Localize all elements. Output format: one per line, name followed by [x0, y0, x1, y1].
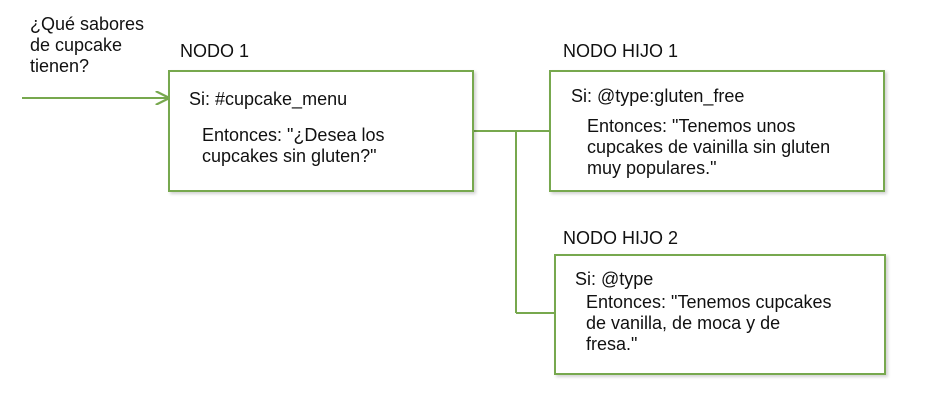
child2-response: Entonces: "Tenemos cupcakes de vanilla, …: [586, 292, 832, 354]
child2-box[interactable]: Si: @type Entonces: "Tenemos cupcakes de…: [554, 254, 886, 375]
node1-box[interactable]: Si: #cupcake_menu Entonces: "¿Desea los …: [168, 70, 474, 192]
child1-response: Entonces: "Tenemos unos cupcakes de vain…: [587, 116, 831, 178]
child1-title: NODO HIJO 1: [563, 41, 679, 61]
child2-title: NODO HIJO 2: [563, 228, 679, 248]
node1-title: NODO 1: [180, 41, 250, 61]
node1-response: Entonces: "¿Desea los cupcakes sin glute…: [202, 125, 385, 166]
node1-condition: Si: #cupcake_menu: [189, 89, 348, 109]
child1-box[interactable]: Si: @type:gluten_free Entonces: "Tenemos…: [549, 70, 885, 192]
incoming-question: ¿Qué sabores de cupcake tienen?: [30, 14, 145, 76]
child2-condition: Si: @type: [575, 269, 654, 289]
child1-condition: Si: @type:gluten_free: [571, 86, 745, 106]
